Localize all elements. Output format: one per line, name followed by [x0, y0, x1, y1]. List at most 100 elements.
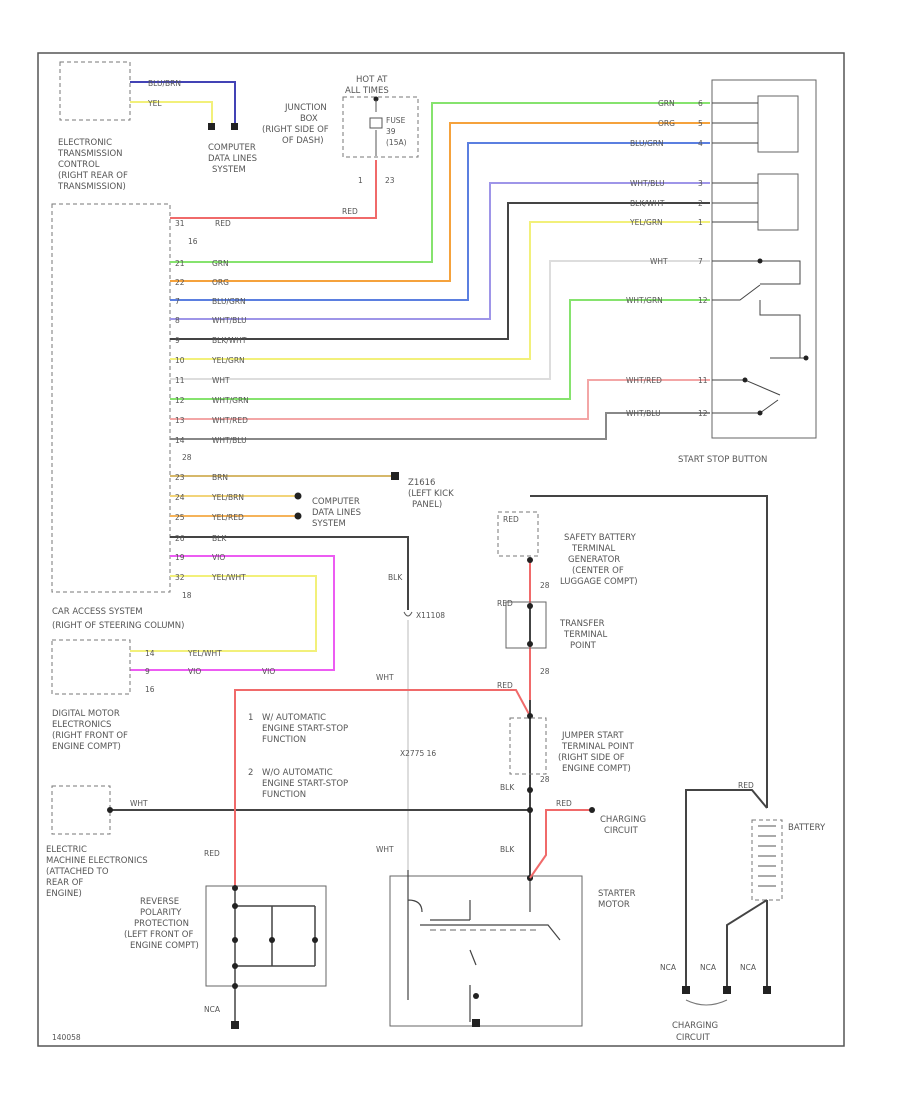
- svg-text:WHT: WHT: [650, 257, 668, 266]
- svg-text:WHT/GRN: WHT/GRN: [626, 296, 663, 305]
- wire-label-yel-brn: YEL/BRN: [211, 493, 244, 502]
- svg-text:11: 11: [175, 376, 185, 385]
- svg-text:7: 7: [698, 257, 703, 266]
- wire-label-vio: VIO: [212, 553, 225, 562]
- svg-text:14: 14: [175, 436, 185, 445]
- pin-23: 23: [175, 473, 185, 482]
- start-stop-label: START STOP BUTTON: [678, 455, 767, 465]
- svg-text:7: 7: [175, 297, 180, 306]
- wire-yel-grn: [170, 221, 710, 360]
- svg-text:GRN: GRN: [212, 259, 229, 268]
- svg-text:ORG: ORG: [658, 119, 675, 128]
- tcm-label: ELECTRONIC TRANSMISSION CONTROL (RIGHT R…: [57, 138, 131, 192]
- note-1: 1 W/ AUTOMATIC ENGINE START-STOP FUNCTIO…: [248, 713, 351, 745]
- start-stop-button-box[interactable]: [711, 79, 817, 439]
- ground-terminal: [472, 1019, 480, 1027]
- pin-28: 28: [182, 453, 192, 462]
- wire-grn: [170, 102, 710, 263]
- wire-label-brn: BRN: [212, 473, 228, 482]
- pin-25: 25: [175, 513, 185, 522]
- svg-text:ORG: ORG: [212, 278, 229, 287]
- car-access-label: CAR ACCESS SYSTEM (RIGHT OF STEERING COL…: [52, 607, 184, 631]
- hot-terminal: [373, 96, 379, 102]
- junction-box: [342, 96, 419, 158]
- svg-text:WHT/BLU: WHT/BLU: [626, 409, 661, 418]
- wire-wht-blu-2: [170, 412, 710, 440]
- connector-symbol: [403, 611, 413, 617]
- fuse-label: FUSE 39 (15A): [386, 116, 408, 147]
- svg-text:BLK/WHT: BLK/WHT: [630, 199, 665, 208]
- wire-red-charging: [529, 809, 592, 879]
- pin-14: 14: [145, 649, 155, 658]
- wire-label-blk-bus-2: BLK: [500, 845, 515, 854]
- wire-label-nca-1: NCA: [660, 963, 677, 972]
- harness-wire-labels: GRN ORG BLU/GRN WHT/BLU BLK/WHT YEL/GRN …: [211, 259, 249, 445]
- svg-text:WHT/RED: WHT/RED: [626, 376, 662, 385]
- wire-label-yel-red: YEL/RED: [211, 513, 244, 522]
- wire-yel-top: [130, 101, 213, 125]
- pin-32: 32: [175, 573, 185, 582]
- tcm-top-box: [59, 61, 131, 121]
- svg-text:BLU/GRN: BLU/GRN: [212, 297, 246, 306]
- start-stop-wire-labels: GRN ORG BLU/GRN WHT/BLU BLK/WHT YEL/GRN …: [626, 99, 675, 418]
- frame-code: 140058: [52, 1033, 81, 1042]
- start-stop-led-1: [757, 95, 799, 153]
- svg-text:BLK/WHT: BLK/WHT: [212, 336, 247, 345]
- ground-terminal: [231, 1021, 239, 1029]
- wire-label-vio-2: VIO: [188, 667, 201, 676]
- note-2: 2 W/O AUTOMATIC ENGINE START-STOP FUNCTI…: [248, 768, 351, 800]
- wire-label-wht-2: WHT: [376, 845, 394, 854]
- svg-text:12: 12: [698, 409, 708, 418]
- terminal: [208, 123, 215, 130]
- wire-blu-brn: [130, 81, 236, 125]
- svg-text:12: 12: [175, 396, 185, 405]
- svg-text:WHT/RED: WHT/RED: [212, 416, 248, 425]
- pin-16: 16: [145, 685, 155, 694]
- electric-machine-label: ELECTRIC MACHINE ELECTRONICS (ATTACHED T…: [46, 845, 150, 899]
- wire-label-blu-brn: BLU/BRN: [148, 79, 181, 88]
- svg-text:WHT: WHT: [212, 376, 230, 385]
- pin-24: 24: [175, 493, 185, 502]
- svg-text:1: 1: [698, 218, 703, 227]
- wire-label-red-bat: RED: [738, 781, 754, 790]
- pin-28-c: 28: [540, 775, 550, 784]
- svg-text:21: 21: [175, 259, 185, 268]
- svg-text:WHT/GRN: WHT/GRN: [212, 396, 249, 405]
- battery-box: [751, 819, 783, 901]
- safety-battery-label: SAFETY BATTERY TERMINAL GENERATOR (CENTE…: [560, 533, 639, 587]
- wire-label-nca-rp: NCA: [204, 1005, 221, 1014]
- pin-31: 31: [175, 219, 185, 228]
- harness-pin-labels: 21 22 7 8 9 10 11 12 13 14: [175, 259, 185, 445]
- svg-text:3: 3: [698, 179, 703, 188]
- digital-motor-label: DIGITAL MOTOR ELECTRONICS (RIGHT FRONT O…: [52, 709, 131, 752]
- wire-label-wht-bus: WHT: [130, 799, 148, 808]
- svg-text:WHT/BLU: WHT/BLU: [212, 436, 247, 445]
- connector-x11108: X11108: [416, 611, 445, 620]
- junction-box-label: JUNCTION BOX (RIGHT SIDE OF OF DASH): [262, 103, 331, 146]
- terminal: [294, 512, 302, 520]
- wire-label-blk-bus: BLK: [500, 783, 515, 792]
- wire-nca-1: [685, 789, 768, 990]
- reverse-polarity-label: REVERSE POLARITY PROTECTION (LEFT FRONT …: [124, 897, 199, 951]
- wire-blu-grn: [170, 142, 710, 301]
- svg-text:YEL/GRN: YEL/GRN: [211, 356, 245, 365]
- terminal: [107, 807, 113, 813]
- charging-circuit-label-1: CHARGING CIRCUIT: [600, 815, 649, 836]
- svg-text:10: 10: [175, 356, 185, 365]
- svg-text:11: 11: [698, 376, 708, 385]
- wire-label-yel-wht-2: YEL/WHT: [187, 649, 222, 658]
- svg-text:WHT/BLU: WHT/BLU: [630, 179, 665, 188]
- wire-wht-red: [170, 379, 710, 420]
- transfer-terminal-label: TRANSFER TERMINAL POINT: [559, 619, 610, 651]
- battery-cells: [758, 825, 776, 887]
- svg-text:12: 12: [698, 296, 708, 305]
- wire-label-yel: YEL: [147, 99, 162, 108]
- wire-blk-battery: [530, 495, 768, 808]
- pin-19: 19: [175, 553, 185, 562]
- terminal: [294, 492, 302, 500]
- connector-x2775: X2775 16: [400, 749, 436, 758]
- battery-label: BATTERY: [788, 823, 826, 833]
- charging-bracket: [685, 999, 728, 1006]
- pin-26: 26: [175, 534, 185, 543]
